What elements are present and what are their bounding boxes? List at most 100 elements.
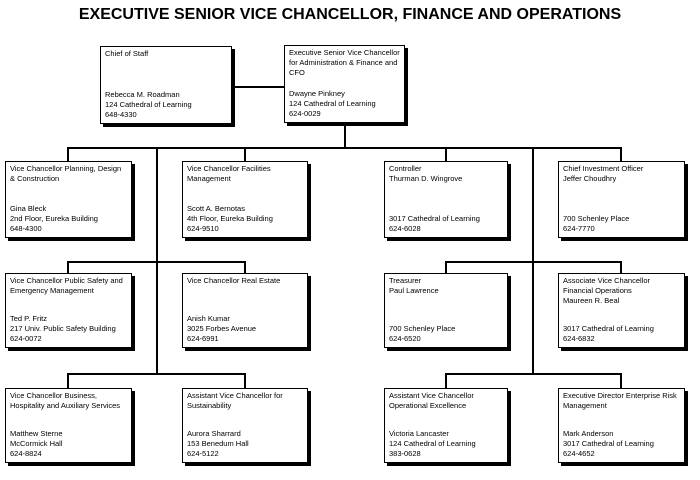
box-title: Assistant Vice Chancellor Operational Ex… xyxy=(389,391,474,410)
org-box-avc-operational-excellence: Assistant Vice Chancellor Operational Ex… xyxy=(384,388,508,463)
box-location: 153 Benedum Hall xyxy=(187,439,249,448)
box-location: 217 Univ. Public Safety Building xyxy=(10,324,116,333)
org-box-controller: Controller Thurman D. Wingrove 3017 Cath… xyxy=(384,161,508,238)
box-location: McCormick Hall xyxy=(10,439,63,448)
box-person-name: Mark Anderson xyxy=(563,429,614,438)
box-title: Executive Senior Vice Chancellor for Adm… xyxy=(289,48,400,77)
org-box-vc-public-safety: Vice Chancellor Public Safety and Emerge… xyxy=(5,273,132,348)
box-spacer xyxy=(563,411,680,429)
connector-drop-r3c3 xyxy=(445,375,447,388)
connector-chief-exec xyxy=(232,86,284,88)
connector-bus xyxy=(67,147,622,149)
box-person-name: Rebecca M. Roadman xyxy=(105,90,180,99)
box-title: Chief Investment Officer xyxy=(563,164,644,173)
box-phone: 648-4330 xyxy=(105,110,137,119)
box-phone: 624-6520 xyxy=(389,334,421,343)
box-phone: 624-0072 xyxy=(10,334,42,343)
box-person-name: Ted P. Fritz xyxy=(10,314,47,323)
box-spacer xyxy=(389,411,503,429)
org-box-treasurer: Treasurer Paul Lawrence 700 Schenley Pla… xyxy=(384,273,508,348)
box-spacer xyxy=(10,184,127,204)
org-box-vc-business-hospitality-auxiliary: Vice Chancellor Business, Hospitality an… xyxy=(5,388,132,463)
org-box-avc-sustainability: Assistant Vice Chancellor for Sustainabi… xyxy=(182,388,308,463)
org-box-chief-investment-officer: Chief Investment Officer Jeffer Choudhry… xyxy=(558,161,685,238)
box-phone: 383-0628 xyxy=(389,449,421,458)
box-title: Associate Vice Chancellor Financial Oper… xyxy=(563,276,650,295)
box-phone: 624-6028 xyxy=(389,224,421,233)
box-location: 2nd Floor, Eureka Building xyxy=(10,214,98,223)
connector-drop-r1c4 xyxy=(620,149,622,161)
connector-branch-r3-right xyxy=(445,373,622,375)
box-title: Vice Chancellor Planning, Design & Const… xyxy=(10,164,122,183)
box-spacer xyxy=(289,78,400,89)
box-spacer xyxy=(10,296,127,314)
box-person-name: Matthew Sterne xyxy=(10,429,63,438)
box-spacer xyxy=(389,184,503,214)
box-phone: 624-0029 xyxy=(289,109,321,118)
box-title: Vice Chancellor Facilities Management xyxy=(187,164,271,183)
box-spacer xyxy=(563,306,680,324)
box-title: Treasurer xyxy=(389,276,422,285)
box-location: 3017 Cathedral of Learning xyxy=(563,324,654,333)
box-location: 124 Cathedral of Learning xyxy=(289,99,376,108)
box-title: Controller xyxy=(389,164,422,173)
box-phone: 624-6832 xyxy=(563,334,595,343)
box-person-name: Gina Bleck xyxy=(10,204,47,213)
box-spacer xyxy=(187,286,303,314)
connector-drop-r2c4 xyxy=(620,263,622,273)
connector-branch-r3-left xyxy=(67,373,246,375)
connector-drop-r1c2 xyxy=(244,149,246,161)
box-spacer xyxy=(187,411,303,429)
box-location: 700 Schenley Place xyxy=(389,324,456,333)
box-spacer xyxy=(389,296,503,324)
box-location: 3025 Forbes Avenue xyxy=(187,324,257,333)
connector-drop-r3c2 xyxy=(244,375,246,388)
box-phone: 624-8824 xyxy=(10,449,42,458)
connector-drop-r2c1 xyxy=(67,263,69,273)
box-location: 700 Schenley Place xyxy=(563,214,630,223)
connector-drop-r3c4 xyxy=(620,375,622,388)
box-person-name: Anish Kumar xyxy=(187,314,230,323)
connector-drop-r1c3 xyxy=(445,149,447,161)
box-top-name: Maureen R. Beal xyxy=(563,296,620,305)
box-phone: 648-4300 xyxy=(10,224,42,233)
box-location: 4th Floor, Eureka Building xyxy=(187,214,273,223)
box-title: Assistant Vice Chancellor for Sustainabi… xyxy=(187,391,283,410)
org-box-avc-financial-operations: Associate Vice Chancellor Financial Oper… xyxy=(558,273,685,348)
org-box-vc-planning-design-construction: Vice Chancellor Planning, Design & Const… xyxy=(5,161,132,238)
box-top-name: Thurman D. Wingrove xyxy=(389,174,463,183)
org-box-chief-of-staff: Chief of Staff Rebecca M. Roadman 124 Ca… xyxy=(100,46,232,124)
box-title: Executive Director Enterprise Risk Manag… xyxy=(563,391,677,410)
box-location: 124 Cathedral of Learning xyxy=(389,439,476,448)
org-box-vc-real-estate: Vice Chancellor Real Estate Anish Kumar … xyxy=(182,273,308,348)
box-person-name: Scott A. Bernotas xyxy=(187,204,245,213)
box-person-name: Aurora Sharrard xyxy=(187,429,241,438)
connector-exec-drop xyxy=(344,123,346,149)
connector-drop-r1c1 xyxy=(67,149,69,161)
box-phone: 624-5122 xyxy=(187,449,219,458)
box-phone: 624-6991 xyxy=(187,334,219,343)
box-spacer xyxy=(187,184,303,204)
page-title: EXECUTIVE SENIOR VICE CHANCELLOR, FINANC… xyxy=(78,6,622,23)
box-spacer xyxy=(105,59,227,90)
box-title: Chief of Staff xyxy=(105,49,149,58)
box-location: 124 Cathedral of Learning xyxy=(105,100,192,109)
box-person-name: Dwayne Pinkney xyxy=(289,89,345,98)
box-location: 3017 Cathedral of Learning xyxy=(389,214,480,223)
box-person-name: Victoria Lancaster xyxy=(389,429,449,438)
connector-drop-r2c3 xyxy=(445,263,447,273)
box-spacer xyxy=(563,184,680,214)
box-title: Vice Chancellor Real Estate xyxy=(187,276,281,285)
box-top-name: Paul Lawrence xyxy=(389,286,439,295)
org-box-executive-svc: Executive Senior Vice Chancellor for Adm… xyxy=(284,45,405,123)
box-location: 3017 Cathedral of Learning xyxy=(563,439,654,448)
box-title: Vice Chancellor Business, Hospitality an… xyxy=(10,391,121,410)
box-top-name: Jeffer Choudhry xyxy=(563,174,617,183)
box-spacer xyxy=(10,411,127,429)
connector-branch-r2-right xyxy=(445,261,622,263)
connector-drop-r3c1 xyxy=(67,375,69,388)
box-phone: 624-9510 xyxy=(187,224,219,233)
org-box-ed-enterprise-risk-management: Executive Director Enterprise Risk Manag… xyxy=(558,388,685,463)
box-phone: 624-4652 xyxy=(563,449,595,458)
